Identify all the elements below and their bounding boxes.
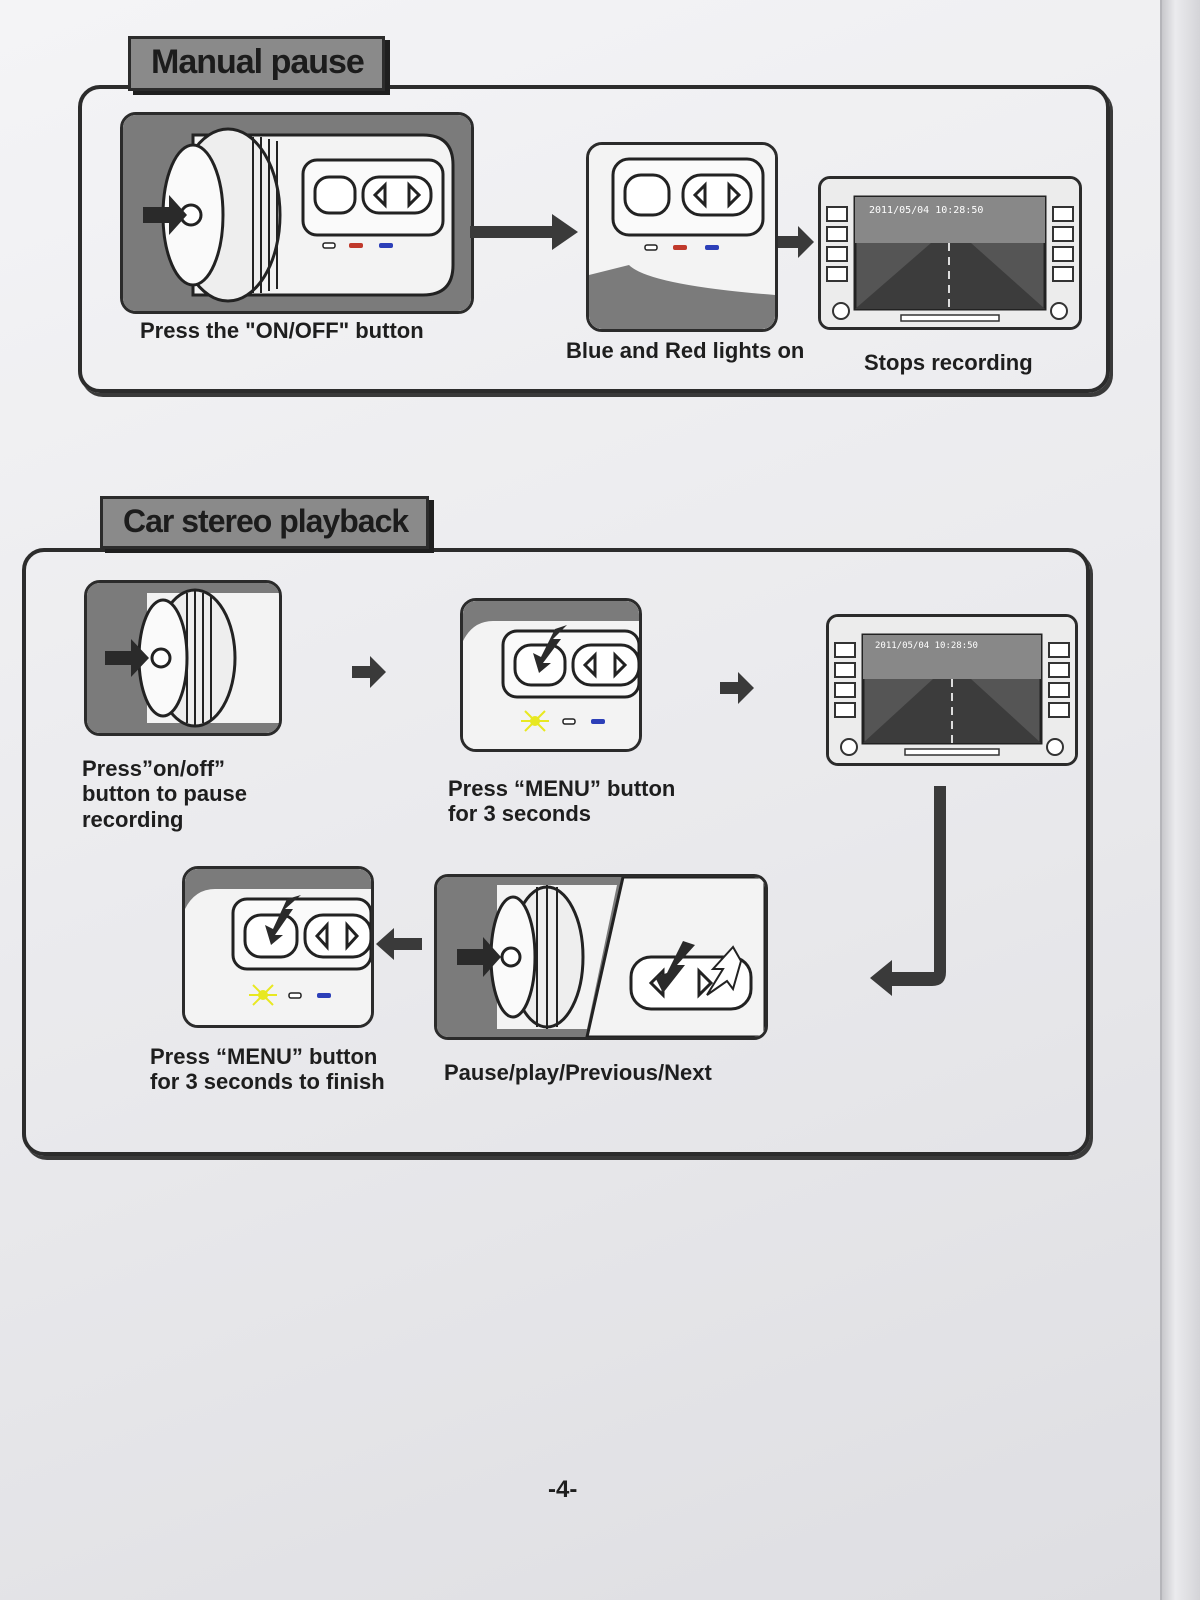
dashcam-buttons-icon [589,145,775,329]
car-stereo-screen-icon [821,179,1079,327]
arrow-right-icon [778,226,814,258]
press-menu-finish-illustration [182,866,374,1028]
arrow-left-icon [376,928,422,960]
dashcam-press-illustration [120,112,474,314]
caption-pause-play-prev-next: Pause/play/Previous/Next [444,1060,712,1085]
press-arrow-icon [655,941,695,993]
page-fold-edge [1160,0,1200,1600]
car-stereo-illustration: 2011/05/04 10:28:50 [818,176,1082,330]
caption-press-onoff-pause: Press”on/off” button to pause recording [82,756,247,832]
stereo-timestamp: 2011/05/04 10:28:50 [869,205,984,216]
press-arrow-icon [533,625,567,673]
arrow-right-icon [720,672,754,704]
car-stereo-playback-title: Car stereo playback [100,496,430,549]
dashcam-lens-icon [437,877,765,1037]
arrow-right-icon [352,656,386,688]
press-menu-illustration [460,598,642,752]
press-arrow-icon [706,945,743,996]
page-number: -4- [548,1476,578,1503]
caption-lights-on: Blue and Red lights on [566,338,805,363]
dashcam-lens-icon [87,583,279,733]
car-stereo-screen-icon [829,617,1075,763]
car-stereo-playback-section [22,548,1090,1156]
stereo-timestamp: 2011/05/04 10:28:50 [875,641,978,651]
return-arrow-icon [870,786,946,996]
manual-pause-title: Manual pause [128,36,385,91]
playback-controls-illustration [434,874,768,1040]
press-arrow-icon [265,895,301,945]
press-onoff-illustration [84,580,282,736]
car-stereo-playback-illustration: 2011/05/04 10:28:50 [826,614,1078,766]
dashcam-buttons-icon [185,869,371,1025]
arrow-right-icon [470,214,578,250]
dashcam-buttons-icon [463,601,639,749]
caption-press-menu-3s: Press “MENU” button for 3 seconds [448,776,676,827]
caption-press-menu-finish: Press “MENU” button for 3 seconds to fin… [150,1044,385,1095]
caption-press-onoff: Press the "ON/OFF" button [140,318,424,343]
lights-on-illustration [586,142,778,332]
caption-stops-recording: Stops recording [864,350,1033,375]
manual-pause-section [78,85,1110,393]
dashcam-lens-icon [123,115,471,311]
